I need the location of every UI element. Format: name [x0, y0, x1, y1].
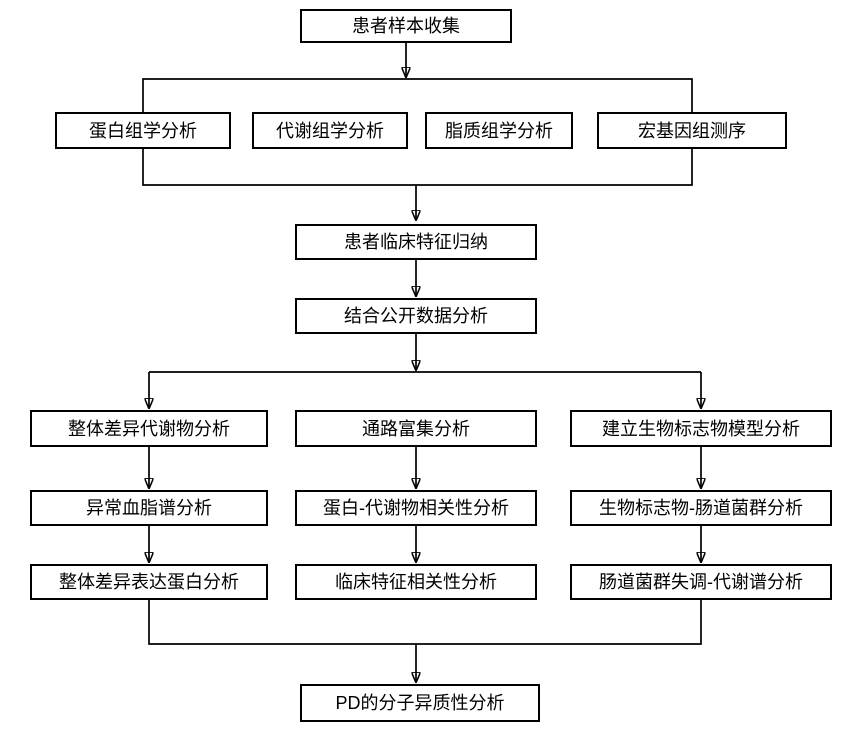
edge-collect1	[142, 149, 693, 186]
node-label: 宏基因组测序	[638, 120, 746, 141]
edge-branch1	[142, 78, 693, 112]
node-protein-metabolite-corr: 蛋白-代谢物相关性分析	[295, 490, 537, 526]
node-label: 代谢组学分析	[276, 120, 384, 141]
node-proteomics: 蛋白组学分析	[55, 112, 231, 149]
node-label: 患者样本收集	[352, 16, 460, 36]
node-pd-heterogeneity: PD的分子异质性分析	[300, 684, 540, 722]
node-metagenomics: 宏基因组测序	[597, 112, 787, 149]
node-pathway-enrichment: 通路富集分析	[295, 410, 537, 447]
node-label: 患者临床特征归纳	[344, 232, 488, 252]
node-label: 肠道菌群失调-代谢谱分析	[599, 572, 803, 592]
node-label: 蛋白组学分析	[89, 120, 197, 141]
node-label: 临床特征相关性分析	[335, 572, 497, 592]
node-label: 通路富集分析	[362, 418, 470, 439]
node-diff-proteins: 整体差异表达蛋白分析	[30, 564, 268, 600]
node-metabolomics: 代谢组学分析	[252, 112, 408, 149]
node-label: 结合公开数据分析	[344, 306, 488, 326]
node-label: PD的分子异质性分析	[335, 693, 505, 713]
node-label: 建立生物标志物模型分析	[602, 418, 800, 439]
node-diff-metabolites: 整体差异代谢物分析	[30, 410, 268, 447]
node-dysbiosis-metabolome: 肠道菌群失调-代谢谱分析	[570, 564, 832, 600]
node-clinical-corr: 临床特征相关性分析	[295, 564, 537, 600]
node-label: 生物标志物-肠道菌群分析	[599, 498, 803, 518]
node-label: 整体差异代谢物分析	[68, 418, 230, 439]
node-sample-collection: 患者样本收集	[300, 9, 512, 43]
node-public-data: 结合公开数据分析	[295, 298, 537, 334]
node-biomarker-model: 建立生物标志物模型分析	[570, 410, 832, 447]
node-lipidomics: 脂质组学分析	[425, 112, 573, 149]
node-label: 整体差异表达蛋白分析	[59, 572, 239, 592]
node-clinical-features: 患者临床特征归纳	[295, 224, 537, 260]
node-biomarker-gut: 生物标志物-肠道菌群分析	[570, 490, 832, 526]
edge-collect2	[148, 600, 702, 645]
node-label: 异常血脂谱分析	[86, 498, 212, 518]
node-label: 脂质组学分析	[445, 120, 553, 141]
node-abnormal-lipid: 异常血脂谱分析	[30, 490, 268, 526]
node-label: 蛋白-代谢物相关性分析	[323, 498, 509, 518]
